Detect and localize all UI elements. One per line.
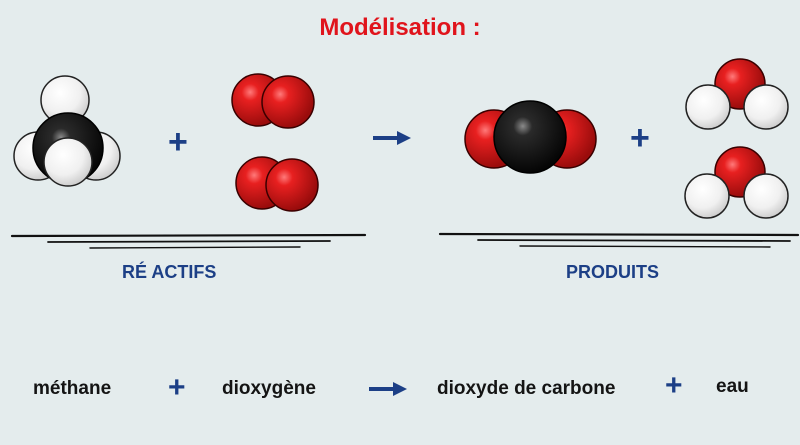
page-title: Modélisation : <box>319 14 481 41</box>
carbon-dioxide-molecule <box>464 100 597 174</box>
word-carbon-dioxide: dioxyde de carbone <box>437 378 616 399</box>
plus-sign-equation-1: + <box>168 371 186 404</box>
word-water: eau <box>716 376 749 397</box>
hydrogen-atom <box>743 173 789 219</box>
plus-sign-equation-2: + <box>665 369 683 402</box>
methane-molecule <box>13 75 121 187</box>
plus-sign-products: + <box>630 119 650 157</box>
dioxygen-molecule-2 <box>235 156 319 212</box>
products-underline <box>438 232 800 248</box>
oxygen-atom <box>265 158 319 212</box>
reaction-arrow-icon <box>373 131 411 145</box>
oxygen-atom <box>261 75 315 129</box>
water-molecule-1 <box>685 58 789 130</box>
hydrogen-atom <box>43 137 93 187</box>
word-methane: méthane <box>33 378 112 399</box>
reactants-label: RÉ ACTIFS <box>122 262 217 282</box>
reactants-underline <box>10 233 367 249</box>
water-molecule-2 <box>684 146 789 219</box>
carbon-atom <box>493 100 567 174</box>
equation-arrow-icon <box>369 382 407 396</box>
plus-sign-reactants: + <box>168 123 188 161</box>
hydrogen-atom <box>743 84 789 130</box>
word-dioxygen: dioxygène <box>222 378 316 399</box>
products-label: PRODUITS <box>566 262 660 282</box>
hydrogen-atom <box>685 84 731 130</box>
hydrogen-atom <box>684 173 730 219</box>
dioxygen-molecule-1 <box>231 73 315 129</box>
